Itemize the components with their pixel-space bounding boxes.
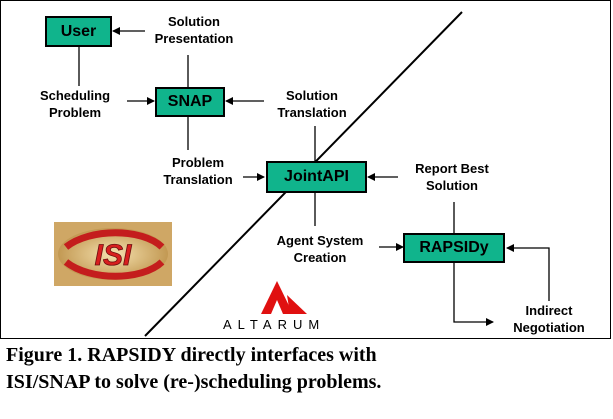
isi-logo: ISI bbox=[54, 222, 172, 286]
label-report-best-solution: Report Best Solution bbox=[415, 161, 489, 193]
label-problem-translation: Problem Translation bbox=[163, 155, 233, 187]
diagram-frame bbox=[0, 0, 611, 339]
figure-caption: Figure 1. RAPSIDY directly interfaces wi… bbox=[6, 344, 382, 393]
node-snap: SNAP bbox=[155, 87, 225, 117]
node-rapsidy: RAPSIDy bbox=[403, 233, 505, 263]
node-jointapi: JointAPI bbox=[266, 161, 367, 193]
node-user: User bbox=[45, 16, 112, 47]
label-solution-presentation: Solution Presentation bbox=[154, 14, 234, 46]
altarum-triangle-icon bbox=[261, 281, 307, 314]
altarum-logo-text: ALTARUM bbox=[223, 317, 326, 332]
label-scheduling-problem: Scheduling Problem bbox=[39, 88, 111, 120]
label-indirect-negotiation: Indirect Negotiation bbox=[513, 303, 585, 335]
arrow-to-indirect-negotiation bbox=[453, 263, 494, 326]
arrow-indirect-negotiation-return bbox=[506, 244, 550, 301]
label-agent-system-creation: Agent System Creation bbox=[276, 233, 364, 265]
svg-text:ISI: ISI bbox=[95, 239, 132, 272]
label-solution-translation: Solution Translation bbox=[277, 88, 347, 120]
